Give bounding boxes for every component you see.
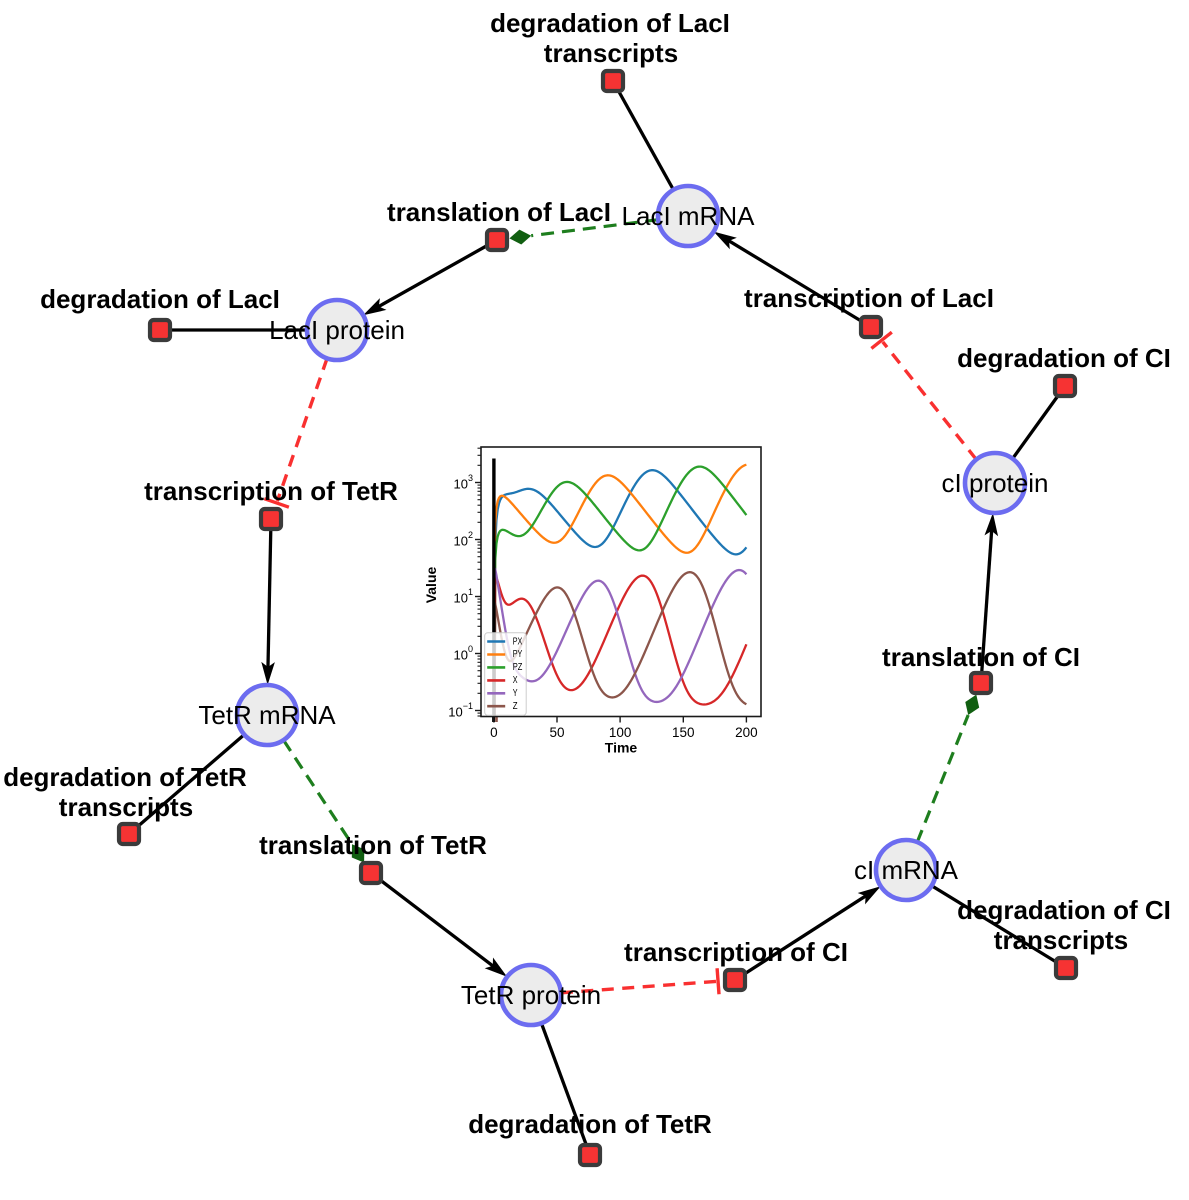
svg-text:PZ: PZ bbox=[513, 662, 523, 673]
svg-text:0: 0 bbox=[490, 725, 498, 740]
svg-text:translation of CI: translation of CI bbox=[882, 642, 1080, 672]
svg-text:degradation of CI: degradation of CI bbox=[957, 895, 1171, 925]
svg-text:degradation of TetR: degradation of TetR bbox=[468, 1109, 712, 1139]
svg-text:200: 200 bbox=[735, 725, 758, 740]
svg-text:X: X bbox=[513, 675, 518, 686]
svg-text:transcripts: transcripts bbox=[59, 792, 193, 822]
svg-text:100: 100 bbox=[609, 725, 632, 740]
svg-text:Time: Time bbox=[605, 740, 638, 756]
svg-text:TetR protein: TetR protein bbox=[461, 980, 601, 1010]
svg-text:degradation of TetR: degradation of TetR bbox=[3, 762, 247, 792]
svg-text:PY: PY bbox=[513, 649, 523, 660]
svg-text:transcription of CI: transcription of CI bbox=[624, 937, 848, 967]
svg-text:degradation of CI: degradation of CI bbox=[957, 343, 1171, 373]
svg-text:translation of LacI: translation of LacI bbox=[387, 197, 611, 227]
svg-text:degradation of LacI: degradation of LacI bbox=[490, 8, 730, 38]
svg-text:Z: Z bbox=[513, 701, 518, 712]
svg-text:transcription of LacI: transcription of LacI bbox=[744, 283, 994, 313]
svg-text:translation of TetR: translation of TetR bbox=[259, 830, 487, 860]
svg-text:cI mRNA: cI mRNA bbox=[854, 855, 959, 885]
svg-text:LacI protein: LacI protein bbox=[269, 315, 405, 345]
svg-text:PX: PX bbox=[513, 636, 523, 647]
svg-text:transcripts: transcripts bbox=[544, 38, 678, 68]
svg-text:TetR mRNA: TetR mRNA bbox=[198, 700, 336, 730]
svg-text:cI protein: cI protein bbox=[942, 468, 1049, 498]
svg-text:LacI mRNA: LacI mRNA bbox=[622, 201, 756, 231]
svg-text:Value: Value bbox=[423, 567, 439, 604]
svg-text:transcripts: transcripts bbox=[994, 925, 1128, 955]
svg-text:50: 50 bbox=[549, 725, 564, 740]
svg-text:transcription of TetR: transcription of TetR bbox=[144, 476, 398, 506]
svg-text:Y: Y bbox=[513, 688, 518, 699]
svg-text:degradation of LacI: degradation of LacI bbox=[40, 284, 280, 314]
svg-text:150: 150 bbox=[672, 725, 695, 740]
